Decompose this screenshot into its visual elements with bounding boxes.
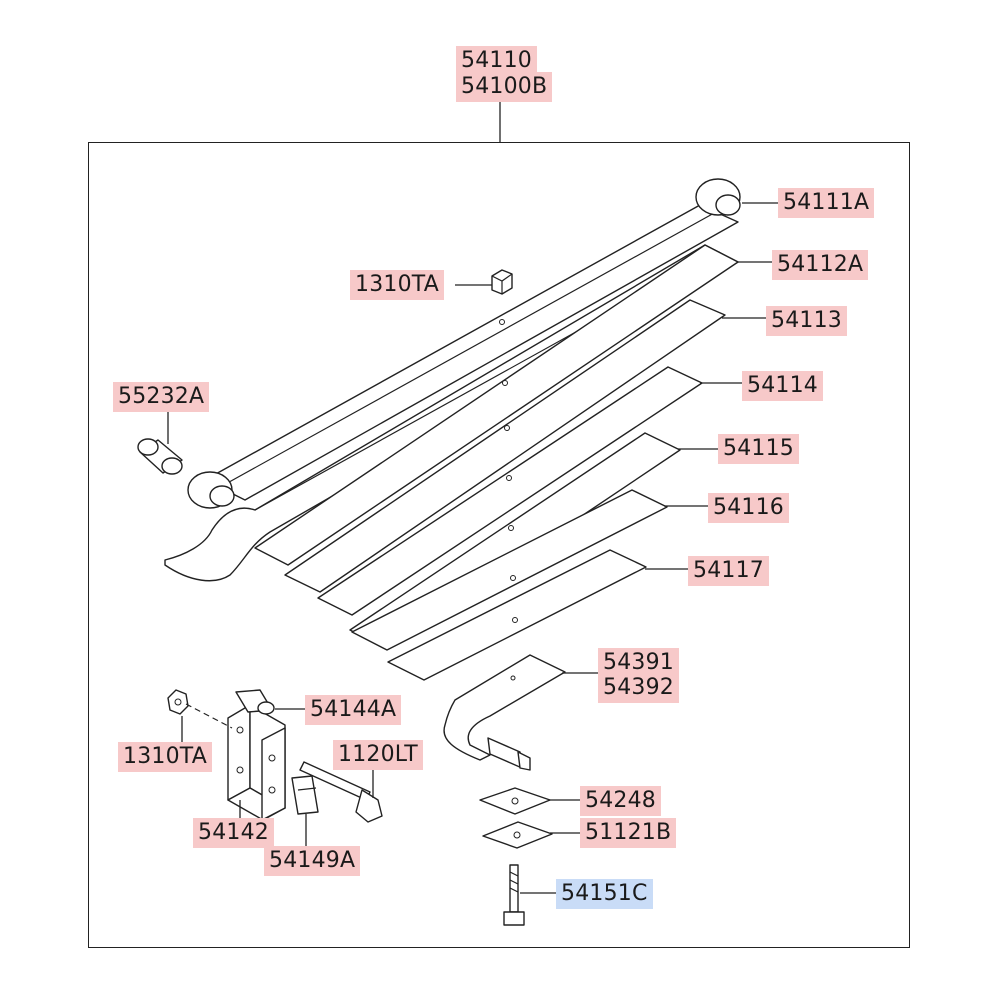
label-leaf-5[interactable]: 54115 [718,434,799,464]
label-leaf-4[interactable]: 54114 [742,371,823,401]
leader-lines [167,202,778,894]
label-leaf-3[interactable]: 54113 [766,306,847,336]
label-plate[interactable]: 51121B [580,818,677,848]
shackle-assembly [167,689,383,823]
label-helper-pad-b[interactable]: 54392 [598,673,679,703]
label-shackle-pin[interactable]: 54144A [305,695,402,725]
main-leaf [187,178,741,509]
label-leaf-6[interactable]: 54116 [708,493,789,523]
helper-spring [443,654,566,771]
bushing [137,438,183,475]
diagram-frame [88,142,910,948]
top-nut [491,269,513,295]
label-top-nut[interactable]: 1310TA [350,270,444,300]
label-bushing[interactable]: 55232A [113,382,210,412]
label-center-bolt[interactable]: 54151C [556,879,653,909]
label-shackle-bolt[interactable]: 1120LT [333,740,423,770]
label-shackle-nut[interactable]: 1310TA [118,742,212,772]
center-bolt [503,864,525,926]
label-shackle-clip[interactable]: 54149A [264,846,361,876]
leaf-54116 [351,489,668,651]
label-leaf-2[interactable]: 54112A [772,250,869,280]
assembly-number-2[interactable]: 54100B [456,72,553,102]
leaf-54117 [387,549,647,681]
label-eye-bushing[interactable]: 54111A [778,188,875,218]
assembly-number-1[interactable]: 54110 [456,46,537,76]
leaf-54113 [284,299,726,593]
label-shackle[interactable]: 54142 [193,818,274,848]
label-leaf-7[interactable]: 54117 [688,556,769,586]
label-insulator[interactable]: 54248 [580,786,661,816]
